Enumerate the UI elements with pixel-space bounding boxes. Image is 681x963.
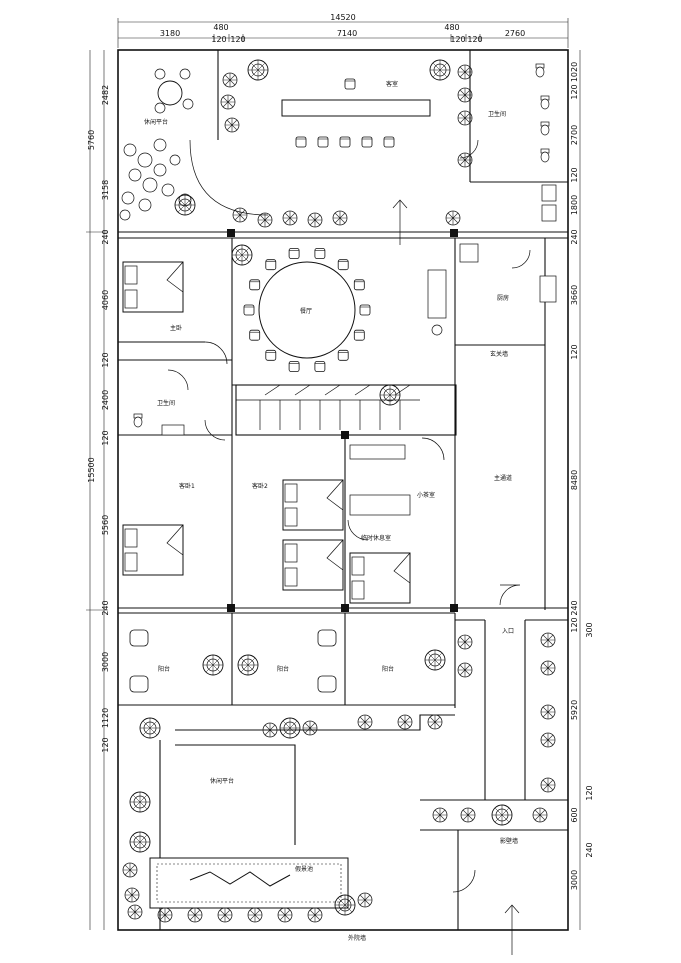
label-tea-room: 小茶室 <box>417 491 435 499</box>
label-leisure-terrace-bottom: 休闲平台 <box>210 777 234 785</box>
label-bathroom-top: 卫生间 <box>488 110 506 118</box>
dim-left-4: 4060 <box>101 290 110 310</box>
label-entrance: 入口 <box>502 628 514 635</box>
dim-top-9: 2760 <box>505 29 525 38</box>
dim-right-10: 240 <box>570 600 579 615</box>
dim-top-2: 480 <box>213 23 228 32</box>
dim-top-total: 14520 <box>330 13 355 22</box>
dim-top-6: 480 <box>444 23 459 32</box>
dim-right-13: 5920 <box>570 700 579 720</box>
sanitary-fixtures <box>133 63 557 436</box>
dim-left-outer-1: 5760 <box>87 130 96 150</box>
dimension-labels: 14520 3180 480 120 120 7140 480 120 120 … <box>87 13 594 890</box>
dim-right-3: 2700 <box>570 125 579 145</box>
label-kitchen: 厨房 <box>497 294 509 302</box>
label-leisure-terrace-top: 休闲平台 <box>144 118 168 126</box>
dining-chair <box>314 248 326 259</box>
doors <box>167 139 531 955</box>
label-balcony-1: 阳台 <box>158 665 170 673</box>
dining-chair <box>288 248 300 259</box>
dining-chair <box>249 329 261 341</box>
dim-right-1: 1020 <box>570 62 579 82</box>
dim-left-11: 1120 <box>101 708 110 728</box>
label-master-bedroom: 主卧 <box>170 324 182 332</box>
dim-left-7: 120 <box>101 430 110 445</box>
top-terrace-table <box>154 68 194 114</box>
dim-left-6: 2400 <box>101 390 110 410</box>
dimension-lines <box>86 18 581 930</box>
dim-left-10: 3000 <box>101 652 110 672</box>
dim-top-7: 120 <box>450 35 465 44</box>
dining-chair <box>265 259 277 271</box>
label-screen-wall: 影壁墙 <box>500 837 518 845</box>
dim-right-16: 240 <box>585 842 594 857</box>
dining-chair <box>353 329 365 341</box>
dim-left-1: 2482 <box>101 85 110 105</box>
dim-left-3: 240 <box>101 229 110 244</box>
dining-chair <box>243 304 255 316</box>
label-outer-wall: 外院墙 <box>348 934 366 942</box>
dim-right-8: 120 <box>570 344 579 359</box>
dim-left-outer-2: 15500 <box>87 457 96 482</box>
garden-cluster <box>119 138 269 221</box>
dim-top-4: 120 <box>230 35 245 44</box>
dim-top-8: 120 <box>467 35 482 44</box>
label-guest-room-2: 客卧2 <box>252 482 268 490</box>
dim-right-11: 120 <box>570 617 579 632</box>
water-feature <box>149 857 349 909</box>
dining-chair <box>249 279 261 291</box>
dim-right-5: 1800 <box>570 195 579 215</box>
living-table <box>281 78 431 148</box>
outer-walls <box>117 49 569 931</box>
staircase <box>236 384 420 430</box>
dim-right-15: 600 <box>570 807 579 822</box>
dining-chair <box>337 259 349 271</box>
label-temp-rest-room: 临时休息室 <box>361 534 391 542</box>
kitchen-fixtures <box>349 243 557 516</box>
label-bathroom-mid: 卫生间 <box>157 399 175 407</box>
dining-chair <box>353 279 365 291</box>
dim-left-5: 120 <box>101 352 110 367</box>
label-dining-hall: 餐厅 <box>300 307 312 315</box>
label-living-room: 客室 <box>386 80 398 88</box>
dim-left-12: 120 <box>101 737 110 752</box>
dim-right-17: 3000 <box>570 870 579 890</box>
dim-top-5: 7140 <box>337 29 357 38</box>
dim-right-9: 8480 <box>570 470 579 490</box>
dining-chair <box>337 349 349 361</box>
label-balcony-3: 阳台 <box>382 665 394 673</box>
dining-chair <box>359 304 371 316</box>
dim-left-9: 240 <box>101 600 110 615</box>
dim-right-2: 120 <box>570 84 579 99</box>
dining-chair <box>265 349 277 361</box>
label-balcony-2: 阳台 <box>277 665 289 673</box>
balcony-chairs <box>129 629 337 693</box>
dim-right-7: 3660 <box>570 285 579 305</box>
dim-top-3: 120 <box>211 35 226 44</box>
dining-chair <box>288 361 300 372</box>
dim-left-8: 5560 <box>101 515 110 535</box>
dim-right-6: 240 <box>570 229 579 244</box>
dim-top-1: 3180 <box>160 29 180 38</box>
label-guest-room-1: 客卧1 <box>179 482 195 490</box>
dim-right-12: 300 <box>585 622 594 637</box>
dim-right-4: 120 <box>570 167 579 182</box>
structural-columns <box>227 229 458 612</box>
label-entrance-wall: 玄关墙 <box>490 350 508 358</box>
label-water-feature: 假景池 <box>295 865 313 873</box>
dining-chair <box>314 361 326 372</box>
dim-right-14: 120 <box>585 785 594 800</box>
label-main-corridor: 主通道 <box>494 474 512 482</box>
dining-table <box>243 248 371 372</box>
room-labels: 休闲平台 客室 卫生间 主卧 餐厅 厨房 玄关墙 卫生间 客卧1 客卧2 小茶室… <box>144 80 518 942</box>
dim-left-2: 3158 <box>101 180 110 200</box>
